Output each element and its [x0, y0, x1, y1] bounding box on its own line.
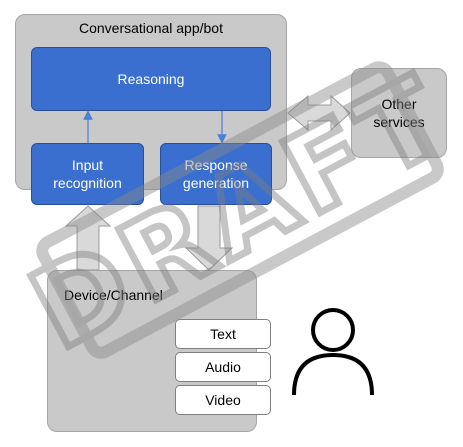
input-recognition-label: Input recognition — [53, 157, 122, 191]
modality-audio: Audio — [175, 352, 271, 382]
other-services-box: Other services — [351, 68, 447, 158]
response-generation-label: Response generation — [182, 157, 250, 191]
modality-audio-label: Audio — [205, 359, 241, 375]
response-to-device-arrow — [184, 205, 234, 271]
reasoning-label: Reasoning — [117, 71, 185, 87]
reasoning-box: Reasoning — [31, 47, 271, 111]
other-services-label: Other services — [373, 96, 425, 130]
input-recognition-box: Input recognition — [31, 143, 144, 205]
app-other-services-double-arrow — [287, 94, 351, 132]
modality-text-label: Text — [210, 326, 236, 342]
app-title: Conversational app/bot — [79, 20, 223, 36]
person-outline-icon — [292, 308, 374, 396]
modality-video: Video — [175, 385, 271, 415]
device-to-input-arrow — [64, 205, 112, 271]
response-generation-box: Response generation — [160, 143, 272, 205]
modality-text: Text — [175, 319, 271, 349]
device-channel-title: Device/Channel — [64, 287, 163, 303]
modality-video-label: Video — [205, 392, 241, 408]
